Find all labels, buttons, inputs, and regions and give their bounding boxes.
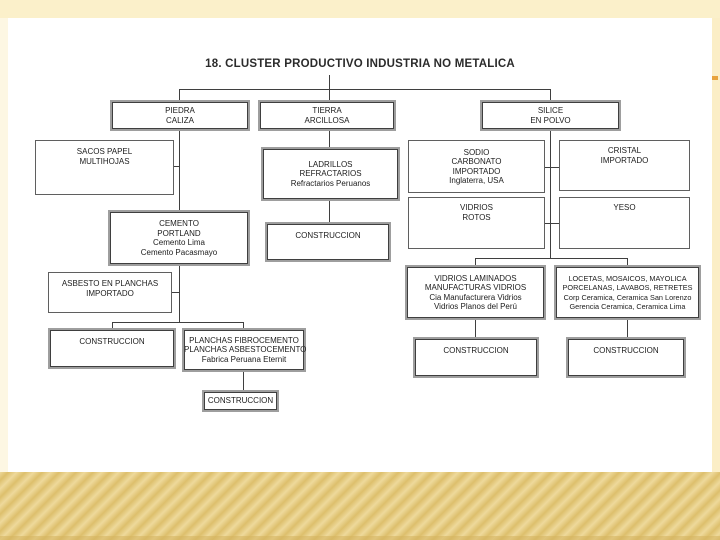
connector-line — [179, 89, 551, 90]
node-line: PLANCHAS ASBESTOCEMENTO — [184, 345, 307, 355]
node-line: Cemento Pacasmayo — [140, 247, 218, 257]
node-line: ASBESTO EN PLANCHAS — [61, 279, 159, 288]
node-line: Gerencia Ceramica, Ceramica Lima — [569, 302, 686, 311]
connector-line — [551, 167, 560, 168]
node-line: Fabrica Peruana Eternit — [201, 354, 287, 364]
node-line: SODIO — [463, 147, 490, 157]
node-ladrillos-refractarios: LADRILLOS REFRACTARIOS Refractarios Peru… — [261, 147, 400, 201]
connector-line — [627, 320, 628, 338]
connector-line — [329, 131, 330, 148]
node-construccion-vidrios: CONSTRUCCION — [413, 337, 539, 378]
node-line: SACOS PAPEL — [76, 147, 133, 156]
node-planchas-fibrocemento: PLANCHAS FIBROCEMENTO PLANCHAS ASBESTOCE… — [182, 328, 306, 372]
node-piedra-caliza: PIEDRA CALIZA — [110, 100, 250, 131]
node-line: ROTOS — [462, 212, 491, 222]
bottom-stripes-band — [0, 472, 720, 540]
node-line: EN POLVO — [530, 115, 571, 125]
connector-line — [475, 320, 476, 338]
node-line: Inglaterra, USA — [449, 176, 504, 185]
node-locetas-mosaicos: LOCETAS, MOSAICOS, MAYOLICA PORCELANAS, … — [554, 265, 701, 320]
connector-line — [329, 201, 330, 223]
node-line: CONSTRUCCION — [207, 396, 274, 406]
node-line: Vidrios Planos del Perú — [433, 302, 517, 311]
node-construccion-asbesto: CONSTRUCCION — [48, 328, 176, 369]
node-cemento-portland: CEMENTO PORTLAND Cemento Lima Cemento Pa… — [108, 210, 250, 266]
connector-line — [112, 323, 113, 329]
node-line: Corp Ceramica, Ceramica San Lorenzo — [563, 292, 692, 302]
top-band — [0, 0, 720, 18]
node-cristal-importado: CRISTAL IMPORTADO — [559, 140, 690, 191]
node-line: PORTLAND — [157, 228, 201, 238]
node-tierra-arcillosa: TIERRA ARCILLOSA — [258, 100, 396, 131]
node-line: YESO — [613, 203, 636, 212]
connector-line — [329, 90, 330, 101]
node-line: IMPORTADO — [86, 288, 134, 298]
node-line: IMPORTADO — [452, 166, 501, 176]
node-line: CONSTRUCCION — [79, 337, 145, 346]
connector-line — [179, 90, 180, 101]
bottom-band-edge — [0, 536, 720, 540]
node-construccion-planchas: CONSTRUCCION — [202, 390, 279, 412]
node-yeso: YESO — [559, 197, 690, 249]
band-accent-mark — [712, 76, 718, 80]
connector-line — [171, 292, 180, 293]
connector-line — [179, 266, 180, 323]
node-line: CONSTRUCCION — [593, 346, 659, 355]
connector-line — [329, 75, 330, 89]
page-title: 18. CLUSTER PRODUCTIVO INDUSTRIA NO META… — [205, 58, 515, 70]
node-line: CONSTRUCCION — [295, 231, 361, 240]
node-vidrios-laminados: VIDRIOS LAMINADOS MANUFACTURAS VIDRIOS C… — [405, 265, 546, 320]
node-line: CONSTRUCCION — [443, 346, 509, 355]
connector-line — [243, 372, 244, 391]
connector-line — [243, 323, 244, 329]
node-line: Cia Manufacturera Vidrios — [429, 292, 522, 302]
node-line: REFRACTARIOS — [299, 169, 362, 179]
node-silice-en-polvo: SILICE EN POLVO — [480, 100, 621, 131]
node-line: CRISTAL — [607, 146, 642, 155]
node-line: CEMENTO — [159, 219, 199, 228]
node-sacos-papel: SACOS PAPEL MULTIHOJAS — [35, 140, 174, 195]
node-line: LOCETAS, MOSAICOS, MAYOLICA — [568, 273, 687, 283]
node-line: MANUFACTURAS VIDRIOS — [424, 283, 527, 292]
right-band — [712, 18, 720, 472]
connector-line — [179, 131, 180, 211]
node-line: PIEDRA — [165, 106, 195, 115]
node-line: TIERRA — [312, 106, 342, 115]
connector-line — [550, 131, 551, 259]
node-line: PLANCHAS FIBROCEMENTO — [189, 335, 299, 345]
node-line: ARCILLOSA — [304, 115, 350, 125]
connector-line — [545, 167, 551, 168]
node-sodio-carbonato: SODIO CARBONATO IMPORTADO Inglaterra, US… — [408, 140, 545, 193]
node-vidrios-rotos: VIDRIOS ROTOS — [408, 197, 545, 249]
node-construccion-locetas: CONSTRUCCION — [566, 337, 686, 378]
node-line: PORCELANAS, LAVABOS, RETRETES — [562, 283, 693, 292]
connector-line — [112, 322, 244, 323]
connector-line — [550, 90, 551, 101]
connector-line — [551, 223, 560, 224]
node-line: Cemento Lima — [152, 238, 206, 247]
connector-line — [627, 259, 628, 266]
node-construccion-ladrillos: CONSTRUCCION — [265, 222, 391, 262]
connector-line — [172, 166, 180, 167]
node-line: LADRILLOS — [308, 159, 353, 169]
connector-line — [475, 259, 476, 266]
node-line: CALIZA — [165, 115, 194, 125]
node-line: Refractarios Peruanos — [290, 178, 371, 188]
node-line: IMPORTADO — [600, 155, 649, 165]
left-band — [0, 18, 8, 472]
node-asbesto-planchas: ASBESTO EN PLANCHAS IMPORTADO — [48, 272, 172, 313]
node-line: VIDRIOS LAMINADOS — [434, 273, 517, 283]
node-line: SILICE — [537, 106, 564, 115]
connector-line — [475, 258, 628, 259]
node-line: CARBONATO — [451, 157, 502, 166]
node-line: MULTIHOJAS — [79, 156, 130, 166]
connector-line — [545, 223, 551, 224]
node-line: VIDRIOS — [460, 203, 493, 212]
